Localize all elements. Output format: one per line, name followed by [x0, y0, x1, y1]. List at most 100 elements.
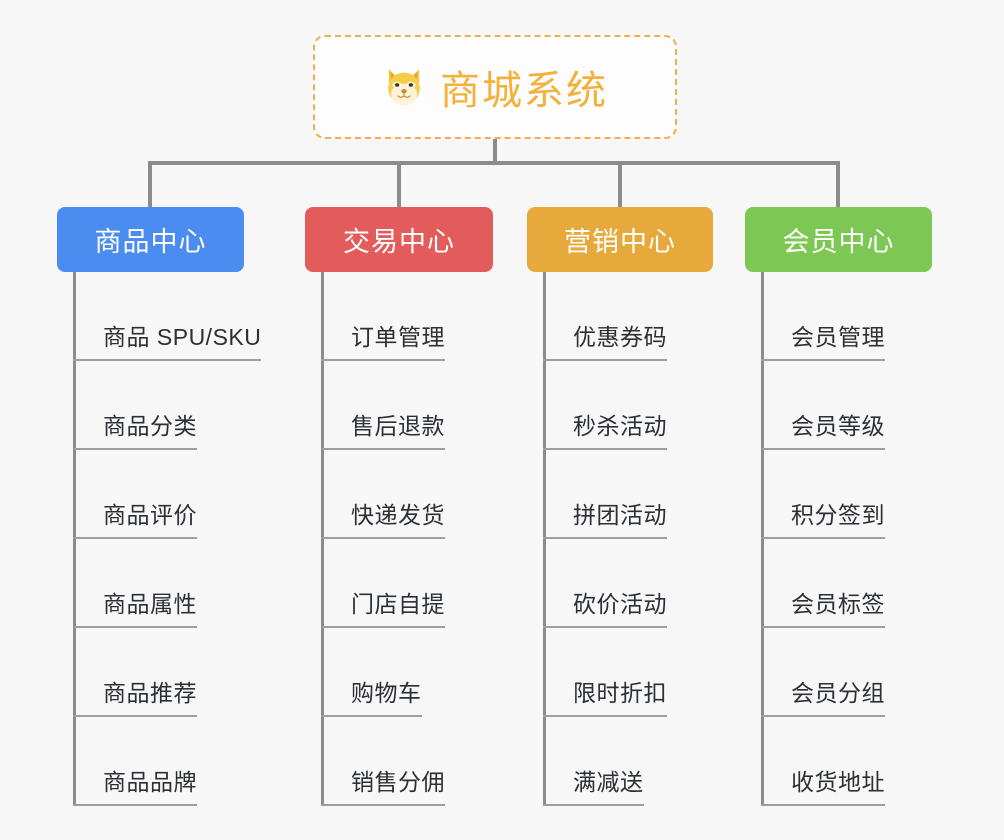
branch-body-product: 商品 SPU/SKU 商品分类 商品评价 商品属性 商品推荐 [57, 272, 262, 806]
leaf-item[interactable]: 拼团活动 [527, 450, 713, 539]
leaf-label: 会员分组 [791, 680, 885, 706]
leaf-item[interactable]: 砍价活动 [527, 539, 713, 628]
leaf-item[interactable]: 门店自提 [305, 539, 493, 628]
leaf-underline: 优惠券码 [543, 318, 667, 361]
branch-header-member[interactable]: 会员中心 [745, 207, 932, 272]
leaf-item[interactable]: 限时折扣 [527, 628, 713, 717]
leaf-item[interactable]: 销售分佣 [305, 717, 493, 806]
connector-horizontal-bus [148, 161, 836, 165]
leaf-item[interactable]: 快递发货 [305, 450, 493, 539]
shiba-dog-icon [382, 65, 426, 109]
leaf-item[interactable]: 会员分组 [745, 628, 932, 717]
leaf-underline: 收货地址 [761, 763, 885, 806]
leaf-label: 收货地址 [791, 769, 885, 795]
branch-column-product: 商品中心 商品 SPU/SKU 商品分类 商品评价 商品属性 [57, 207, 262, 806]
root-node[interactable]: 商城系统 [313, 35, 677, 139]
leaf-underline: 积分签到 [761, 496, 885, 539]
leaf-item[interactable]: 会员管理 [745, 272, 932, 361]
leaf-underline: 砍价活动 [543, 585, 667, 628]
branch-spine [761, 272, 764, 806]
leaf-label: 砍价活动 [573, 591, 667, 617]
leaf-underline: 商品品牌 [73, 763, 197, 806]
leaf-item[interactable]: 秒杀活动 [527, 361, 713, 450]
leaf-underline: 商品分类 [73, 407, 197, 450]
leaf-label: 商品推荐 [103, 680, 197, 706]
branch-header-product[interactable]: 商品中心 [57, 207, 244, 272]
leaf-underline: 限时折扣 [543, 674, 667, 717]
branch-body-marketing: 优惠券码 秒杀活动 拼团活动 砍价活动 限时折扣 [527, 272, 713, 806]
leaf-item[interactable]: 积分签到 [745, 450, 932, 539]
leaf-item[interactable]: 会员等级 [745, 361, 932, 450]
leaf-label: 拼团活动 [573, 502, 667, 528]
leaf-label: 会员管理 [791, 324, 885, 350]
leaf-label: 秒杀活动 [573, 413, 667, 439]
leaf-underline: 商品评价 [73, 496, 197, 539]
leaf-item[interactable]: 商品属性 [57, 539, 244, 628]
branch-spine [543, 272, 546, 806]
leaf-label: 购物车 [351, 680, 422, 706]
leaf-label: 会员标签 [791, 591, 885, 617]
branch-body-member: 会员管理 会员等级 积分签到 会员标签 会员分组 [745, 272, 932, 806]
leaf-underline: 会员分组 [761, 674, 885, 717]
branch-header-marketing[interactable]: 营销中心 [527, 207, 713, 272]
branch-spine [73, 272, 76, 806]
branch-column-member: 会员中心 会员管理 会员等级 积分签到 会员标签 [745, 207, 932, 806]
leaf-underline: 会员标签 [761, 585, 885, 628]
leaf-item[interactable]: 商品推荐 [57, 628, 244, 717]
branch-header-label: 会员中心 [782, 227, 895, 257]
leaf-underline: 快递发货 [321, 496, 445, 539]
leaf-label: 订单管理 [351, 324, 445, 350]
leaf-label: 销售分佣 [351, 769, 445, 795]
leaf-underline: 售后退款 [321, 407, 445, 450]
leaf-label: 商品属性 [103, 591, 197, 617]
leaf-underline: 购物车 [321, 674, 422, 717]
leaf-item[interactable]: 满减送 [527, 717, 713, 806]
connector-drop-3 [618, 161, 622, 207]
leaf-item[interactable]: 商品 SPU/SKU [57, 272, 262, 361]
leaf-label: 商品品牌 [103, 769, 197, 795]
leaf-underline: 满减送 [543, 763, 644, 806]
leaf-label: 满减送 [573, 769, 644, 795]
leaf-underline: 门店自提 [321, 585, 445, 628]
leaf-label: 优惠券码 [573, 324, 667, 350]
leaf-item[interactable]: 商品评价 [57, 450, 244, 539]
leaf-label: 会员等级 [791, 413, 885, 439]
leaf-item[interactable]: 会员标签 [745, 539, 932, 628]
branch-header-trade[interactable]: 交易中心 [305, 207, 493, 272]
leaf-item[interactable]: 售后退款 [305, 361, 493, 450]
leaf-item[interactable]: 订单管理 [305, 272, 493, 361]
leaf-label: 积分签到 [791, 502, 885, 528]
leaf-underline: 商品 SPU/SKU [73, 318, 262, 361]
leaf-underline: 会员等级 [761, 407, 885, 450]
leaf-underline: 会员管理 [761, 318, 885, 361]
leaf-item[interactable]: 购物车 [305, 628, 493, 717]
connector-drop-4 [836, 161, 840, 207]
branch-spine [321, 272, 324, 806]
leaf-label: 门店自提 [351, 591, 445, 617]
leaf-label: 限时折扣 [573, 680, 667, 706]
leaf-underline: 秒杀活动 [543, 407, 667, 450]
leaf-underline: 销售分佣 [321, 763, 445, 806]
leaf-label: 商品 SPU/SKU [103, 324, 262, 350]
branch-body-trade: 订单管理 售后退款 快递发货 门店自提 购物车 [305, 272, 493, 806]
leaf-item[interactable]: 收货地址 [745, 717, 932, 806]
leaf-item[interactable]: 商品分类 [57, 361, 244, 450]
branch-header-label: 商品中心 [94, 227, 207, 257]
branch-column-trade: 交易中心 订单管理 售后退款 快递发货 门店自提 [305, 207, 493, 806]
branch-header-label: 交易中心 [343, 227, 455, 257]
leaf-label: 快递发货 [351, 502, 445, 528]
root-title: 商城系统 [440, 69, 608, 113]
branch-header-label: 营销中心 [564, 227, 676, 257]
leaf-item[interactable]: 商品品牌 [57, 717, 244, 806]
leaf-underline: 商品推荐 [73, 674, 197, 717]
leaf-underline: 订单管理 [321, 318, 445, 361]
leaf-underline: 商品属性 [73, 585, 197, 628]
leaf-label: 售后退款 [351, 413, 445, 439]
connector-root-stem [493, 139, 497, 164]
leaf-label: 商品分类 [103, 413, 197, 439]
branch-column-marketing: 营销中心 优惠券码 秒杀活动 拼团活动 砍价活动 [527, 207, 713, 806]
leaf-label: 商品评价 [103, 502, 197, 528]
leaf-underline: 拼团活动 [543, 496, 667, 539]
leaf-item[interactable]: 优惠券码 [527, 272, 713, 361]
